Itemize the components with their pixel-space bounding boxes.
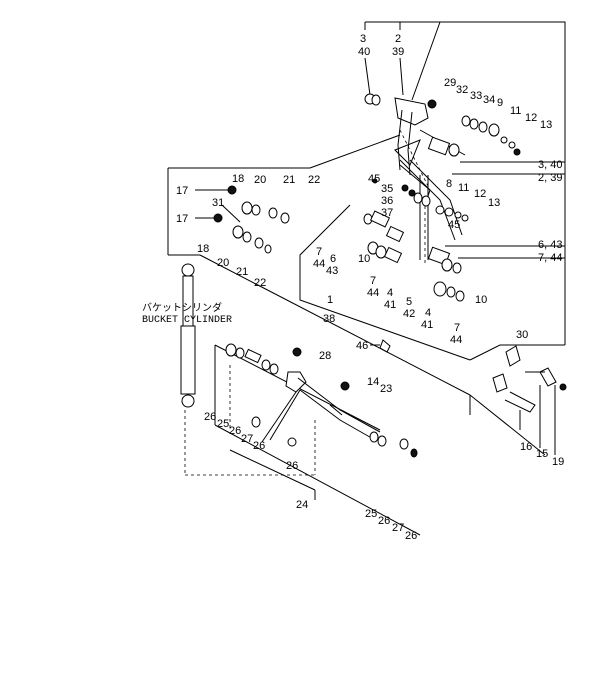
part-label: 22 xyxy=(308,174,320,186)
leader-lines xyxy=(167,21,566,536)
part-label: 26 xyxy=(204,411,216,423)
part-label: 22 xyxy=(254,277,266,289)
lower-linkage-assembly xyxy=(225,343,567,458)
bucket-cylinder-caption: バケットシリンダ BUCKET CYLINDER xyxy=(142,301,232,326)
dashed-lines xyxy=(184,129,431,476)
part-label: 7, 44 xyxy=(538,252,562,264)
part-label: 25 xyxy=(217,418,229,430)
part-label: 7 xyxy=(316,246,322,258)
part-label: 11 xyxy=(510,105,521,117)
part-label: 30 xyxy=(516,329,528,341)
part-label: 12 xyxy=(525,112,537,124)
part-label: 5 xyxy=(406,296,412,308)
part-label: 36 xyxy=(381,195,393,207)
part-label: 45 xyxy=(368,173,380,185)
part-label: 11 xyxy=(458,182,469,194)
part-label: 41 xyxy=(421,319,433,331)
part-labels: 3 2 40 39 29 32 33 34 9 11 12 13 3, 40 2… xyxy=(176,33,564,542)
part-label: 26 xyxy=(286,460,298,472)
part-label: 17 xyxy=(176,213,188,225)
part-label: 43 xyxy=(326,265,338,277)
part-label: 10 xyxy=(358,253,370,265)
part-label: 21 xyxy=(283,174,295,186)
part-label: 17 xyxy=(176,185,188,197)
part-label: 7 xyxy=(454,322,460,334)
caption-english: BUCKET CYLINDER xyxy=(142,315,232,326)
part-label: 31 xyxy=(212,197,224,209)
part-label: 13 xyxy=(540,119,552,131)
part-label: 8 xyxy=(446,178,452,190)
part-label: 4 xyxy=(387,287,393,299)
part-label: 14 xyxy=(367,376,379,388)
part-label: 3 xyxy=(360,33,366,45)
part-label: 1 xyxy=(327,294,333,306)
bucket-cylinder-part xyxy=(180,263,196,408)
part-label: 42 xyxy=(403,308,415,320)
part-label: 29 xyxy=(444,77,456,89)
part-label: 2, 39 xyxy=(538,172,562,184)
part-label: 26 xyxy=(229,425,241,437)
part-label: 26 xyxy=(253,440,265,452)
part-label: 6 xyxy=(330,253,336,265)
part-label: 26 xyxy=(378,515,390,527)
part-label: 40 xyxy=(358,46,370,58)
part-label: 35 xyxy=(381,183,393,195)
part-label: 6, 43 xyxy=(538,239,562,251)
part-label: 2 xyxy=(395,33,401,45)
part-label: 9 xyxy=(497,97,503,109)
part-label: 13 xyxy=(488,197,500,209)
part-label: 28 xyxy=(319,350,331,362)
part-label: 33 xyxy=(470,90,482,102)
part-label: 32 xyxy=(456,84,468,96)
part-label: 15 xyxy=(536,448,548,460)
part-label: 46 xyxy=(356,340,368,352)
caption-japanese: バケットシリンダ xyxy=(142,301,222,315)
part-label: 24 xyxy=(296,499,308,511)
part-label: 39 xyxy=(392,46,404,58)
part-label: 20 xyxy=(217,257,229,269)
part-label: 12 xyxy=(474,188,486,200)
small-parts xyxy=(213,93,521,353)
part-label: 19 xyxy=(552,456,564,468)
part-label: 34 xyxy=(483,94,495,106)
part-label: 44 xyxy=(367,287,379,299)
part-label: 4 xyxy=(425,307,431,319)
part-label: 7 xyxy=(370,275,376,287)
part-label: 3, 40 xyxy=(538,159,562,171)
part-label: 27 xyxy=(241,433,253,445)
part-label: 18 xyxy=(197,243,209,255)
part-label: 18 xyxy=(232,173,244,185)
part-label: 20 xyxy=(254,174,266,186)
part-label: 21 xyxy=(236,266,248,278)
part-label: 38 xyxy=(323,313,335,325)
part-label: 44 xyxy=(450,334,462,346)
part-label: 10 xyxy=(475,294,487,306)
part-label: 27 xyxy=(392,522,404,534)
part-label: 16 xyxy=(520,441,532,453)
part-label: 25 xyxy=(365,508,377,520)
part-label: 37 xyxy=(381,207,393,219)
part-label: 23 xyxy=(380,383,392,395)
part-label: 26 xyxy=(405,530,417,542)
upper-lever-assembly xyxy=(394,97,466,266)
part-label: 41 xyxy=(384,299,396,311)
part-label: 44 xyxy=(313,258,325,270)
part-label: 45 xyxy=(448,219,460,231)
